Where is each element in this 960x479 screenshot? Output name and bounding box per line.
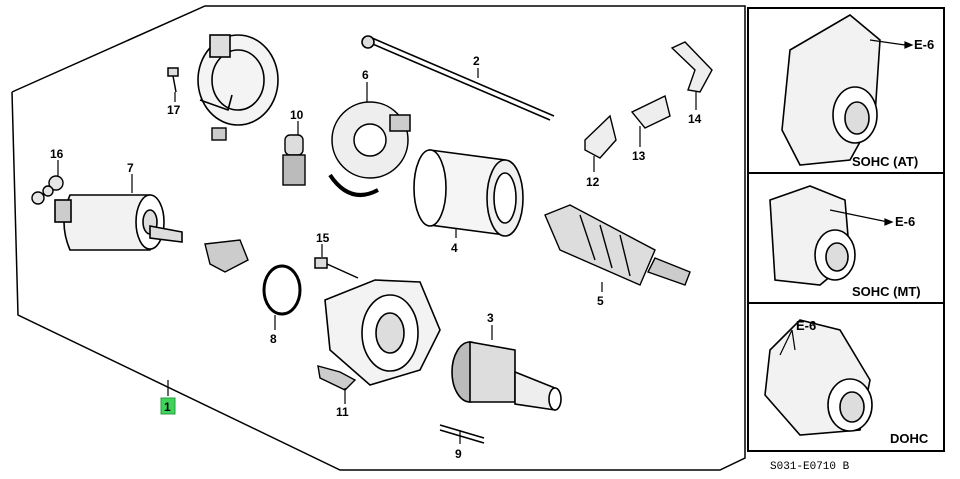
overrunning-clutch-3-drawing [451,341,562,411]
callout-part-12[interactable]: 12 [586,175,600,189]
brush-10-drawing [282,134,306,186]
variant-label-dohc: DOHC [890,431,929,446]
callout-part-2[interactable]: 2 [473,54,480,68]
callout-part-3[interactable]: 3 [487,311,494,325]
callout-part-9[interactable]: 9 [455,447,462,461]
terminal-drawing [211,127,227,141]
callout-part-4[interactable]: 4 [451,241,458,255]
ref-e6-sohc-at[interactable]: E-6 [914,37,934,52]
variant-label-sohc-at: SOHC (AT) [852,154,918,169]
ref-e6-dohc[interactable]: E-6 [796,318,816,333]
bolt-17-drawing [167,67,179,93]
bracket-13-drawing [630,94,671,129]
gear-housing-drawing [324,279,441,386]
callout-part-7[interactable]: 7 [127,161,134,175]
variant-panel-dohc [747,302,945,452]
callout-part-14[interactable]: 14 [688,112,702,126]
assembly-outline [11,5,746,471]
o-ring-8-drawing [262,264,302,316]
part-1-highlight [160,397,176,415]
variant-label-sohc-mt: SOHC (MT) [852,284,921,299]
sohc-at-housing-drawing [781,14,881,166]
callout-part-16[interactable]: 16 [50,147,64,161]
rear-cover-drawing [197,34,279,126]
bolt-15-drawing [314,257,359,279]
callout-part-11[interactable]: 11 [336,405,349,419]
callout-part-15[interactable]: 15 [316,231,330,245]
harness-11-drawing [317,365,357,391]
callout-part-10[interactable]: 10 [290,108,304,122]
callout-part-13[interactable]: 13 [632,149,646,163]
bolt-9-drawing [439,424,485,444]
yoke-4-drawing [413,149,524,237]
through-bolt-2-drawing [361,35,555,121]
nut-16-drawing [31,175,64,205]
callout-part-17[interactable]: 17 [167,103,181,117]
sohc-mt-housing-drawing [769,185,856,286]
bracket-14-drawing [670,41,713,93]
solenoid-7-drawing [54,194,183,251]
lever-bracket-drawing [204,239,249,273]
callout-part-8[interactable]: 8 [270,332,277,346]
ref-e6-sohc-mt[interactable]: E-6 [895,214,915,229]
callout-part-1[interactable]: 1 [164,400,171,414]
callout-part-5[interactable]: 5 [597,294,604,308]
leader-lines [57,39,914,444]
dohc-housing-drawing [764,319,873,436]
bracket-12-drawing [584,114,617,159]
callout-part-6[interactable]: 6 [362,68,369,82]
brush-holder-6-drawing [328,101,411,197]
drawing-code: S031-E0710 B [770,461,850,473]
armature-5-drawing [544,204,691,286]
